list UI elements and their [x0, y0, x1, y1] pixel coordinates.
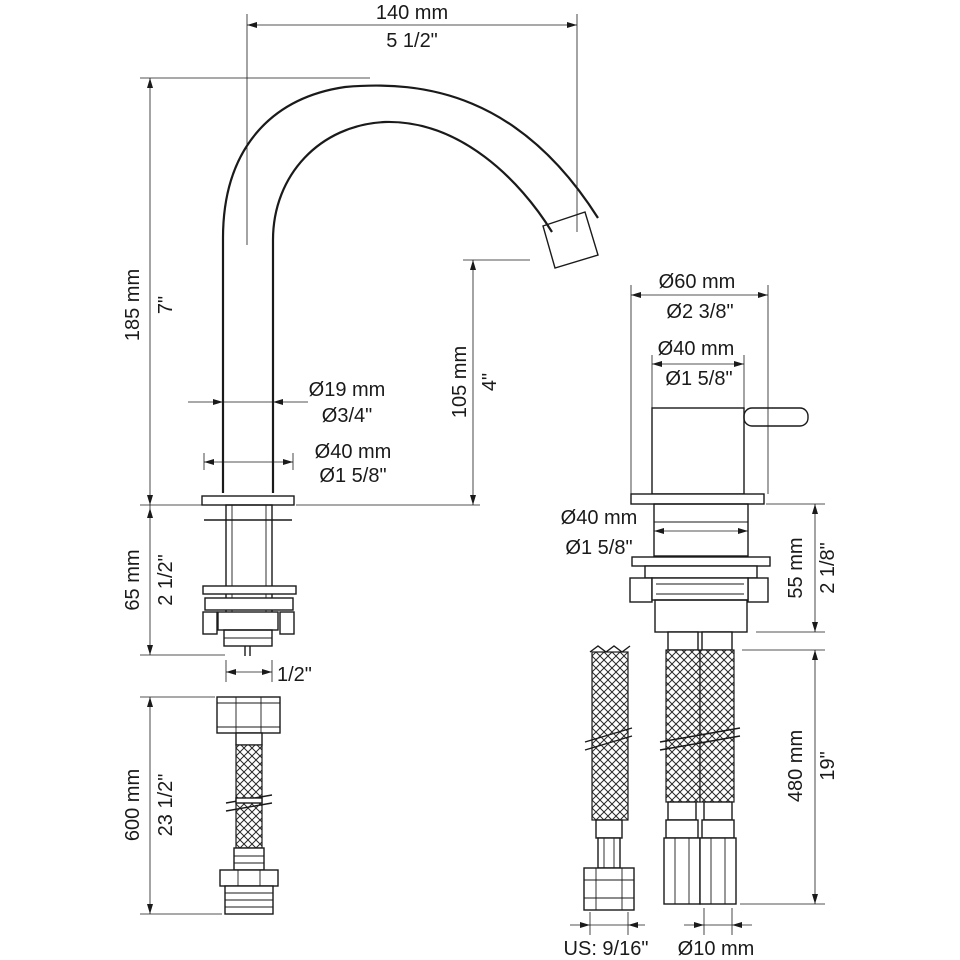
spout-base-diameter-metric: Ø40 mm — [315, 441, 392, 463]
mixer-shank-length-imperial: 2 1/8" — [817, 542, 839, 594]
spout-base-diameter-imperial: Ø1 5/8" — [319, 465, 386, 487]
spout-hose-fitting — [219, 869, 279, 887]
mixer-drawing — [583, 407, 809, 911]
spout-tube-diameter-imperial: Ø3/4" — [322, 405, 372, 427]
mixer-shank-diameter-metric: Ø40 mm — [561, 507, 638, 529]
spout-width-metric: 140 mm — [376, 2, 448, 24]
dimension-lines — [140, 14, 825, 935]
spout-base-disc — [201, 495, 295, 506]
mixer-escutcheon-metric: Ø60 mm — [659, 271, 736, 293]
dimension-labels: 140 mm 5 1/2" 185 mm 7" 105 mm 4" Ø19 mm… — [122, 2, 839, 960]
spout-drawing — [201, 84, 599, 915]
spout-shank-metric: 65 mm — [122, 549, 144, 610]
spout-width-imperial: 5 1/2" — [386, 30, 438, 52]
spout-tip — [542, 211, 599, 269]
mixer-body-metric: Ø40 mm — [658, 338, 735, 360]
mixer-hose-left — [665, 649, 701, 803]
mixer-hose-connector-label: US: 9/16" — [564, 938, 649, 960]
spout-braided-hose — [235, 744, 263, 849]
mixer-hose-connector — [583, 867, 635, 911]
mixer-escutcheon — [630, 493, 765, 505]
spout-reach-imperial: 4" — [479, 373, 501, 391]
spout-height-imperial: 7" — [155, 296, 177, 314]
mixer-hose-length-metric: 480 mm — [785, 730, 807, 802]
mixer-body — [651, 407, 745, 495]
spout-outer-curve — [221, 84, 599, 493]
spout-hose-nut — [216, 696, 281, 734]
spout-reach-metric: 105 mm — [449, 346, 471, 418]
spout-tube-diameter-metric: Ø19 mm — [309, 379, 386, 401]
mixer-hose-detail — [591, 651, 629, 821]
spout-hose-metric: 600 mm — [122, 769, 144, 841]
spout-thread-label: 1/2" — [277, 664, 312, 686]
mixer-escutcheon-imperial: Ø2 3/8" — [666, 301, 733, 323]
spout-hose-imperial: 23 1/2" — [155, 774, 177, 837]
mixer-lever — [743, 407, 809, 427]
mixer-shank-length-metric: 55 mm — [785, 537, 807, 598]
spout-mount-plate — [202, 585, 297, 595]
mixer-hose-length-imperial: 19" — [817, 751, 839, 780]
mixer-hose-diameter-label: Ø10 mm — [678, 938, 755, 960]
spout-shank-imperial: 2 1/2" — [155, 554, 177, 606]
mixer-body-imperial: Ø1 5/8" — [665, 368, 732, 390]
spout-inner-curve — [271, 120, 553, 493]
mixer-shank-diameter-imperial: Ø1 5/8" — [565, 537, 632, 559]
mixer-mount-plate — [631, 556, 771, 567]
spout-height-metric: 185 mm — [122, 269, 144, 341]
mixer-hose-right — [699, 649, 735, 803]
